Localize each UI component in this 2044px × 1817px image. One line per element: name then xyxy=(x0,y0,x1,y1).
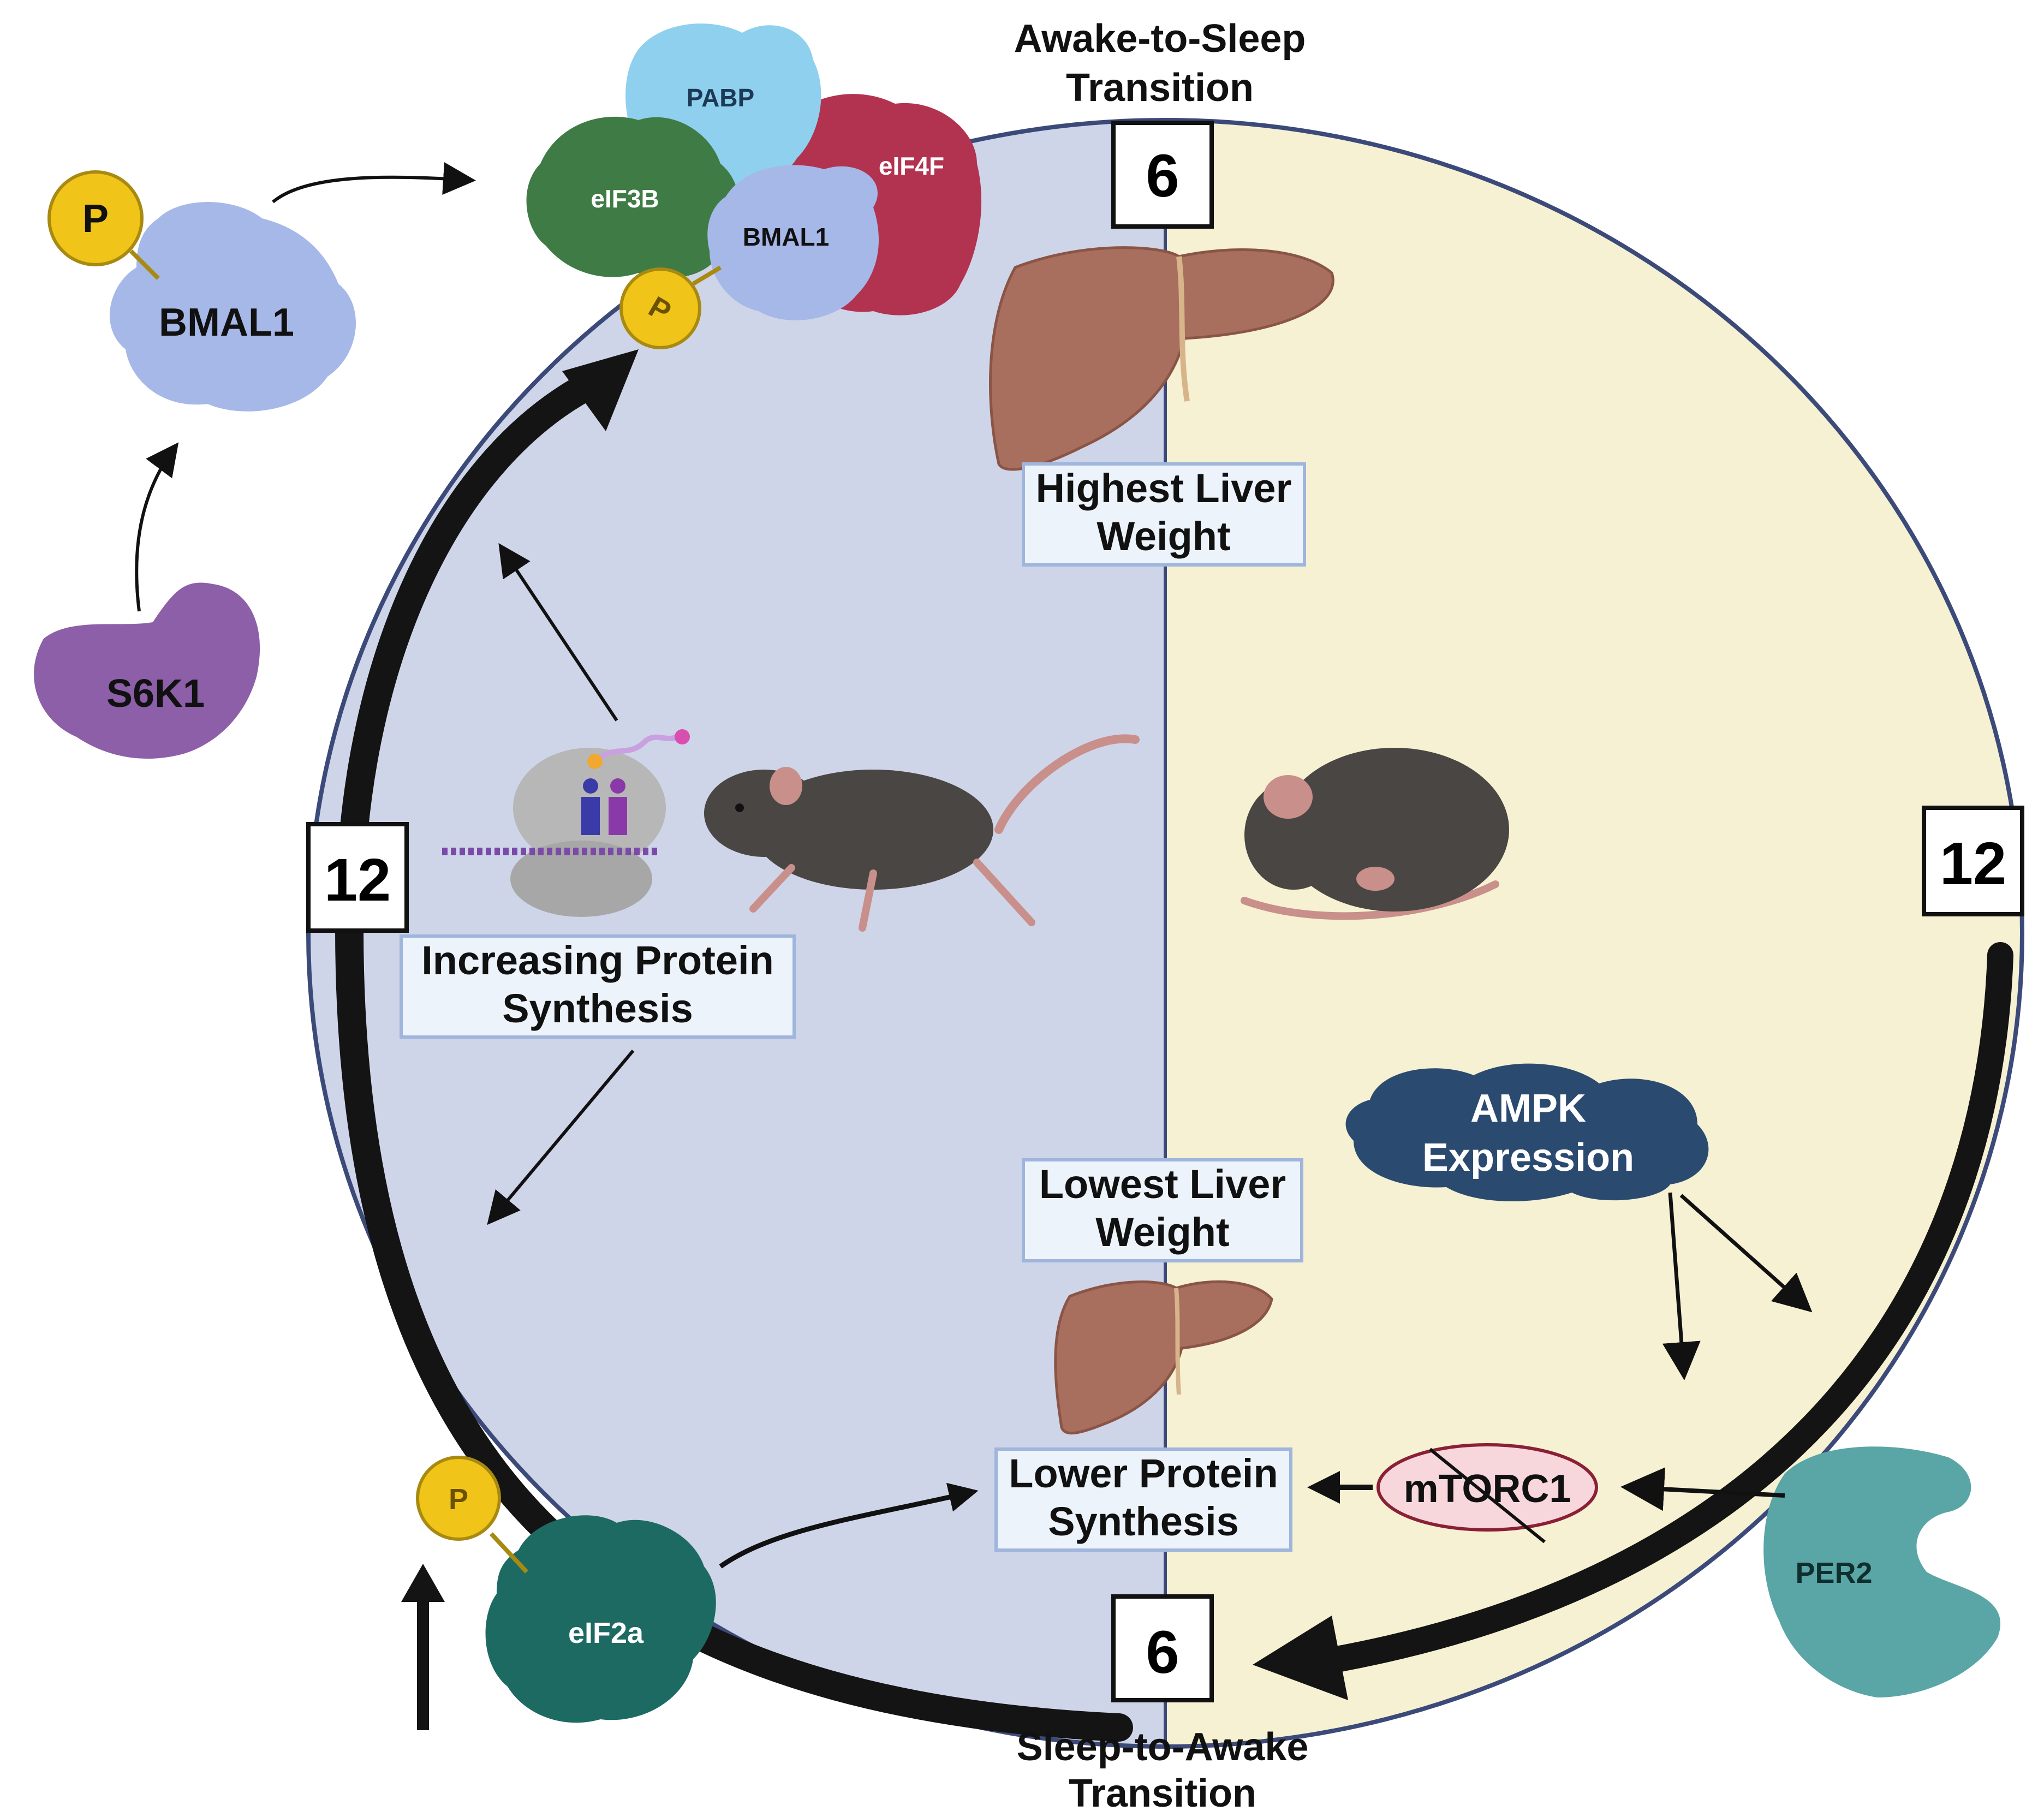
arrow-bmal1-to-complex xyxy=(272,162,476,204)
arrow-per2-to-mtorc1 xyxy=(1620,1467,1785,1511)
arrow-ampk-to-mtorc1 xyxy=(1662,1192,1701,1380)
lowest-liver-line2: Weight xyxy=(1095,1210,1229,1255)
highest-liver-line1: Highest Liver xyxy=(1036,466,1292,511)
hour-label-bottom: 6 xyxy=(1146,1619,1179,1686)
box-increasing-protein-synthesis: Increasing Protein Synthesis xyxy=(400,934,796,1039)
phospho-eif2a: P xyxy=(416,1456,501,1541)
box-lower-protein-synthesis: Lower Protein Synthesis xyxy=(994,1447,1292,1552)
hour-box-top: 6 xyxy=(1111,121,1214,229)
eif2a-label: eIF2a xyxy=(568,1617,644,1649)
sleep-half xyxy=(1165,120,2022,1747)
hour-box-bottom: 6 xyxy=(1111,1594,1214,1702)
lower-synthesis-line1: Lower Protein xyxy=(1009,1451,1278,1496)
arrow-synthesis-down xyxy=(487,1050,635,1225)
eif4f-label: eIF4F xyxy=(879,152,944,180)
phospho-bmal1-free: P xyxy=(47,170,144,266)
ampk-line1: AMPK xyxy=(1470,1087,1586,1130)
bmal1-free-label: BMAL1 xyxy=(159,301,294,344)
bmal1-complex-label: BMAL1 xyxy=(743,223,829,251)
transition-bottom-line1: Sleep-to-Awake xyxy=(1017,1725,1309,1769)
transition-bottom-line2: Transition xyxy=(1069,1772,1256,1815)
liver-large-icon xyxy=(989,246,1334,471)
phospho-bmal1-complex: P xyxy=(619,267,701,349)
transition-bottom: Sleep-to-Awake Transition xyxy=(1017,1725,1309,1815)
cycle-arrow-right xyxy=(1324,942,2013,1672)
awake-mouse-icon xyxy=(704,734,1140,932)
eif3b-label: eIF3B xyxy=(591,184,659,213)
cycle-arrow-left xyxy=(335,368,1133,1742)
s6k1-label: S6K1 xyxy=(106,672,205,716)
arrow-ribosome-up xyxy=(498,543,618,722)
lowest-liver-line1: Lowest Liver xyxy=(1039,1161,1286,1207)
up-arrow-eif2a xyxy=(401,1564,445,1730)
cycle-arrow-right-head xyxy=(1253,1616,1348,1700)
box-highest-liver-weight: Highest Liver Weight xyxy=(1022,462,1306,567)
ampk-line2: Expression xyxy=(1422,1136,1634,1179)
awake-half xyxy=(308,120,1165,1747)
increasing-synthesis-line2: Synthesis xyxy=(502,986,693,1031)
highest-liver-line2: Weight xyxy=(1097,514,1230,559)
lower-synthesis-line2: Synthesis xyxy=(1048,1499,1239,1544)
per2-label: PER2 xyxy=(1795,1557,1872,1589)
liver-small-icon xyxy=(1054,1280,1273,1435)
eif2a-protein: eIF2a xyxy=(485,1515,716,1723)
per2-protein: PER2 xyxy=(1763,1446,2001,1697)
transition-top-line2: Transition xyxy=(1066,66,1254,110)
bmal1-protein-complex: BMAL1 xyxy=(692,165,879,320)
box-lowest-liver-weight: Lowest Liver Weight xyxy=(1022,1158,1303,1262)
phospho-eif2a-label: P xyxy=(449,1483,468,1516)
hour-label-top: 6 xyxy=(1146,142,1179,210)
mtorc1-inhibited: mTORC1 xyxy=(1376,1443,1598,1544)
bmal1-protein-free: BMAL1 xyxy=(110,202,356,412)
mtorc1-label: mTORC1 xyxy=(1404,1467,1571,1511)
cycle-arrow-left-head xyxy=(562,349,639,431)
transition-top-line1: Awake-to-Sleep xyxy=(1014,17,1306,61)
hour-label-right: 12 xyxy=(1940,830,2006,897)
clock-outline xyxy=(306,118,2024,1749)
ampk-protein: AMPK Expression xyxy=(1345,1063,1709,1202)
pabp-label: PABP xyxy=(687,84,754,112)
ribosome-icon xyxy=(442,729,690,917)
hour-box-right: 12 xyxy=(1922,806,2024,916)
eif3b-protein: eIF3B xyxy=(526,116,739,278)
hour-box-left: 12 xyxy=(306,822,409,933)
s6k1-protein: S6K1 xyxy=(34,582,260,759)
arrow-ampk-to-per2 xyxy=(1679,1194,1813,1313)
hour-label-left: 12 xyxy=(324,847,391,914)
sleeping-mouse-icon xyxy=(1241,748,1509,920)
arrow-eif2a-to-lower-synthesis xyxy=(719,1482,979,1569)
increasing-synthesis-line1: Increasing Protein xyxy=(421,938,774,983)
phospho-bmal1-label: P xyxy=(82,197,109,241)
transition-top: Awake-to-Sleep Transition xyxy=(1014,17,1306,110)
arrow-s6k1-to-bmal1 xyxy=(135,442,179,612)
clock-face xyxy=(306,118,2024,1749)
